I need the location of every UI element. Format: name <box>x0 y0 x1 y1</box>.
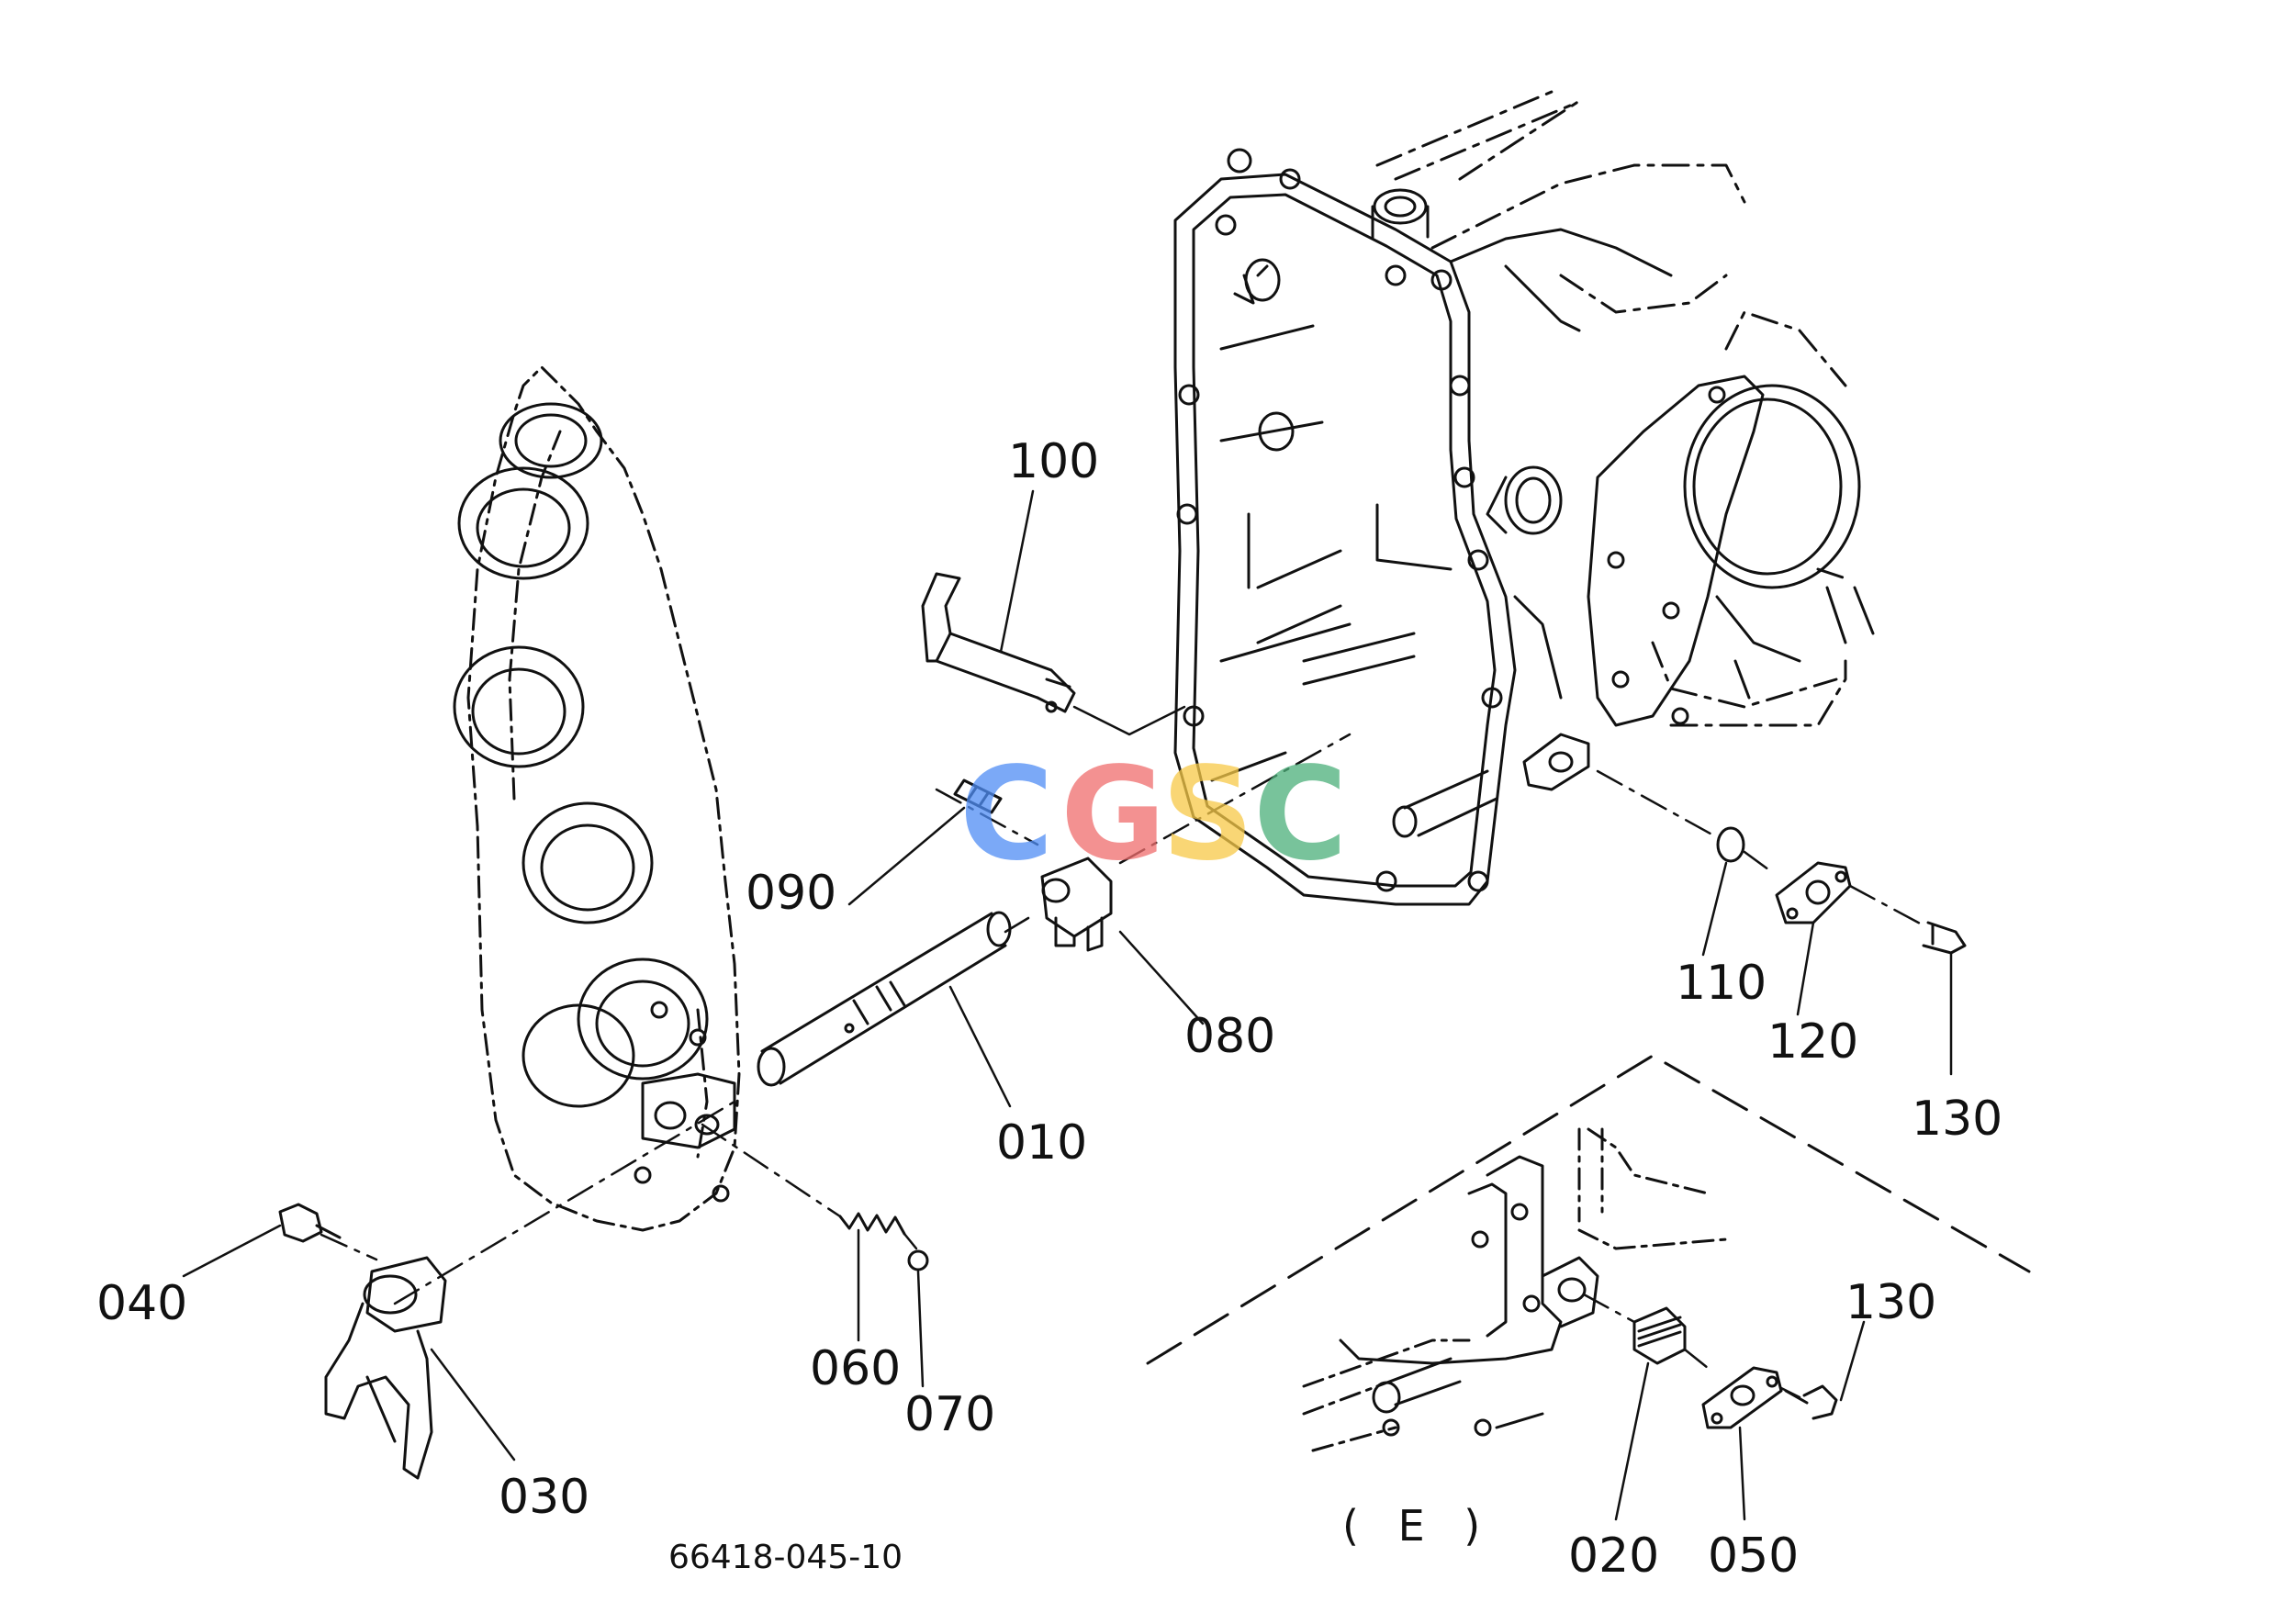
detail-view-drawing <box>1339 1155 1838 1437</box>
cover-plate-120 <box>1775 861 1852 924</box>
shift-shaft-010 <box>757 911 1012 1087</box>
bolt-130-top <box>1922 921 1967 955</box>
watermark-letter-4: C <box>1253 740 1348 890</box>
detent-spring-060 <box>838 1212 906 1236</box>
shift-fork-030 <box>324 1256 447 1480</box>
detail-view-label: ( E ) <box>1342 1501 1493 1551</box>
label-part-030: 030 <box>499 1470 589 1525</box>
label-part-010: 010 <box>996 1115 1087 1170</box>
watermark-logo: C G S C <box>959 740 1348 890</box>
label-part-110: 110 <box>1676 956 1767 1011</box>
label-part-120: 120 <box>1767 1014 1858 1070</box>
o-ring-110 <box>1716 826 1745 863</box>
housing-port <box>1522 733 1590 791</box>
label-part-130-upper: 130 <box>1912 1092 2002 1147</box>
label-part-050: 050 <box>1708 1529 1799 1584</box>
detent-ball-070 <box>907 1249 929 1271</box>
watermark-letter-2: G <box>1060 740 1166 890</box>
detail-view-phantom-lines <box>1302 1127 1728 1452</box>
watermark-letter-1: C <box>959 740 1054 890</box>
gear-case-bores <box>453 402 736 1203</box>
spring-pin-090 <box>953 778 1003 814</box>
bolt-040 <box>278 1203 342 1243</box>
label-part-070: 070 <box>904 1387 995 1442</box>
leader-lines <box>182 489 1953 1521</box>
label-part-040: 040 <box>96 1276 187 1331</box>
shift-lever-100 <box>921 572 1186 736</box>
part-number-labels: 100 090 080 010 110 120 130 040 030 060 … <box>96 434 2002 1584</box>
label-part-060: 060 <box>810 1341 901 1396</box>
label-part-080: 080 <box>1184 1009 1275 1064</box>
label-part-020: 020 <box>1568 1529 1659 1584</box>
drawing-number: 66418-045-10 <box>668 1539 903 1576</box>
transmission-housing-drawing <box>1173 148 1875 906</box>
assembly-axis-lines <box>320 733 1925 1399</box>
label-part-090: 090 <box>746 866 836 921</box>
shift-arm-080 <box>1040 857 1113 952</box>
label-part-130-detail: 130 <box>1845 1275 1936 1330</box>
label-part-100: 100 <box>1008 434 1099 489</box>
detail-frame-line <box>1146 1054 2031 1365</box>
gear-case-cover-drawing <box>466 365 741 1232</box>
housing-phantom-lines <box>1375 90 1847 727</box>
watermark-letter-3: S <box>1161 740 1254 890</box>
